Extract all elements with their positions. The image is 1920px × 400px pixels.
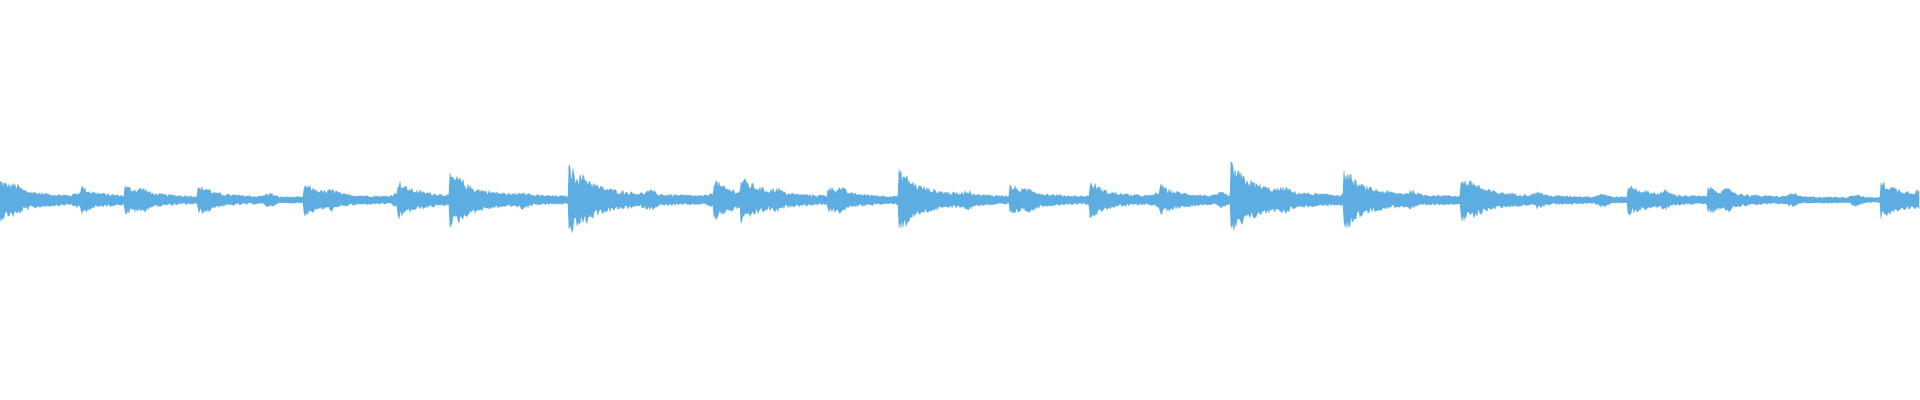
- waveform-shape: [0, 161, 1920, 233]
